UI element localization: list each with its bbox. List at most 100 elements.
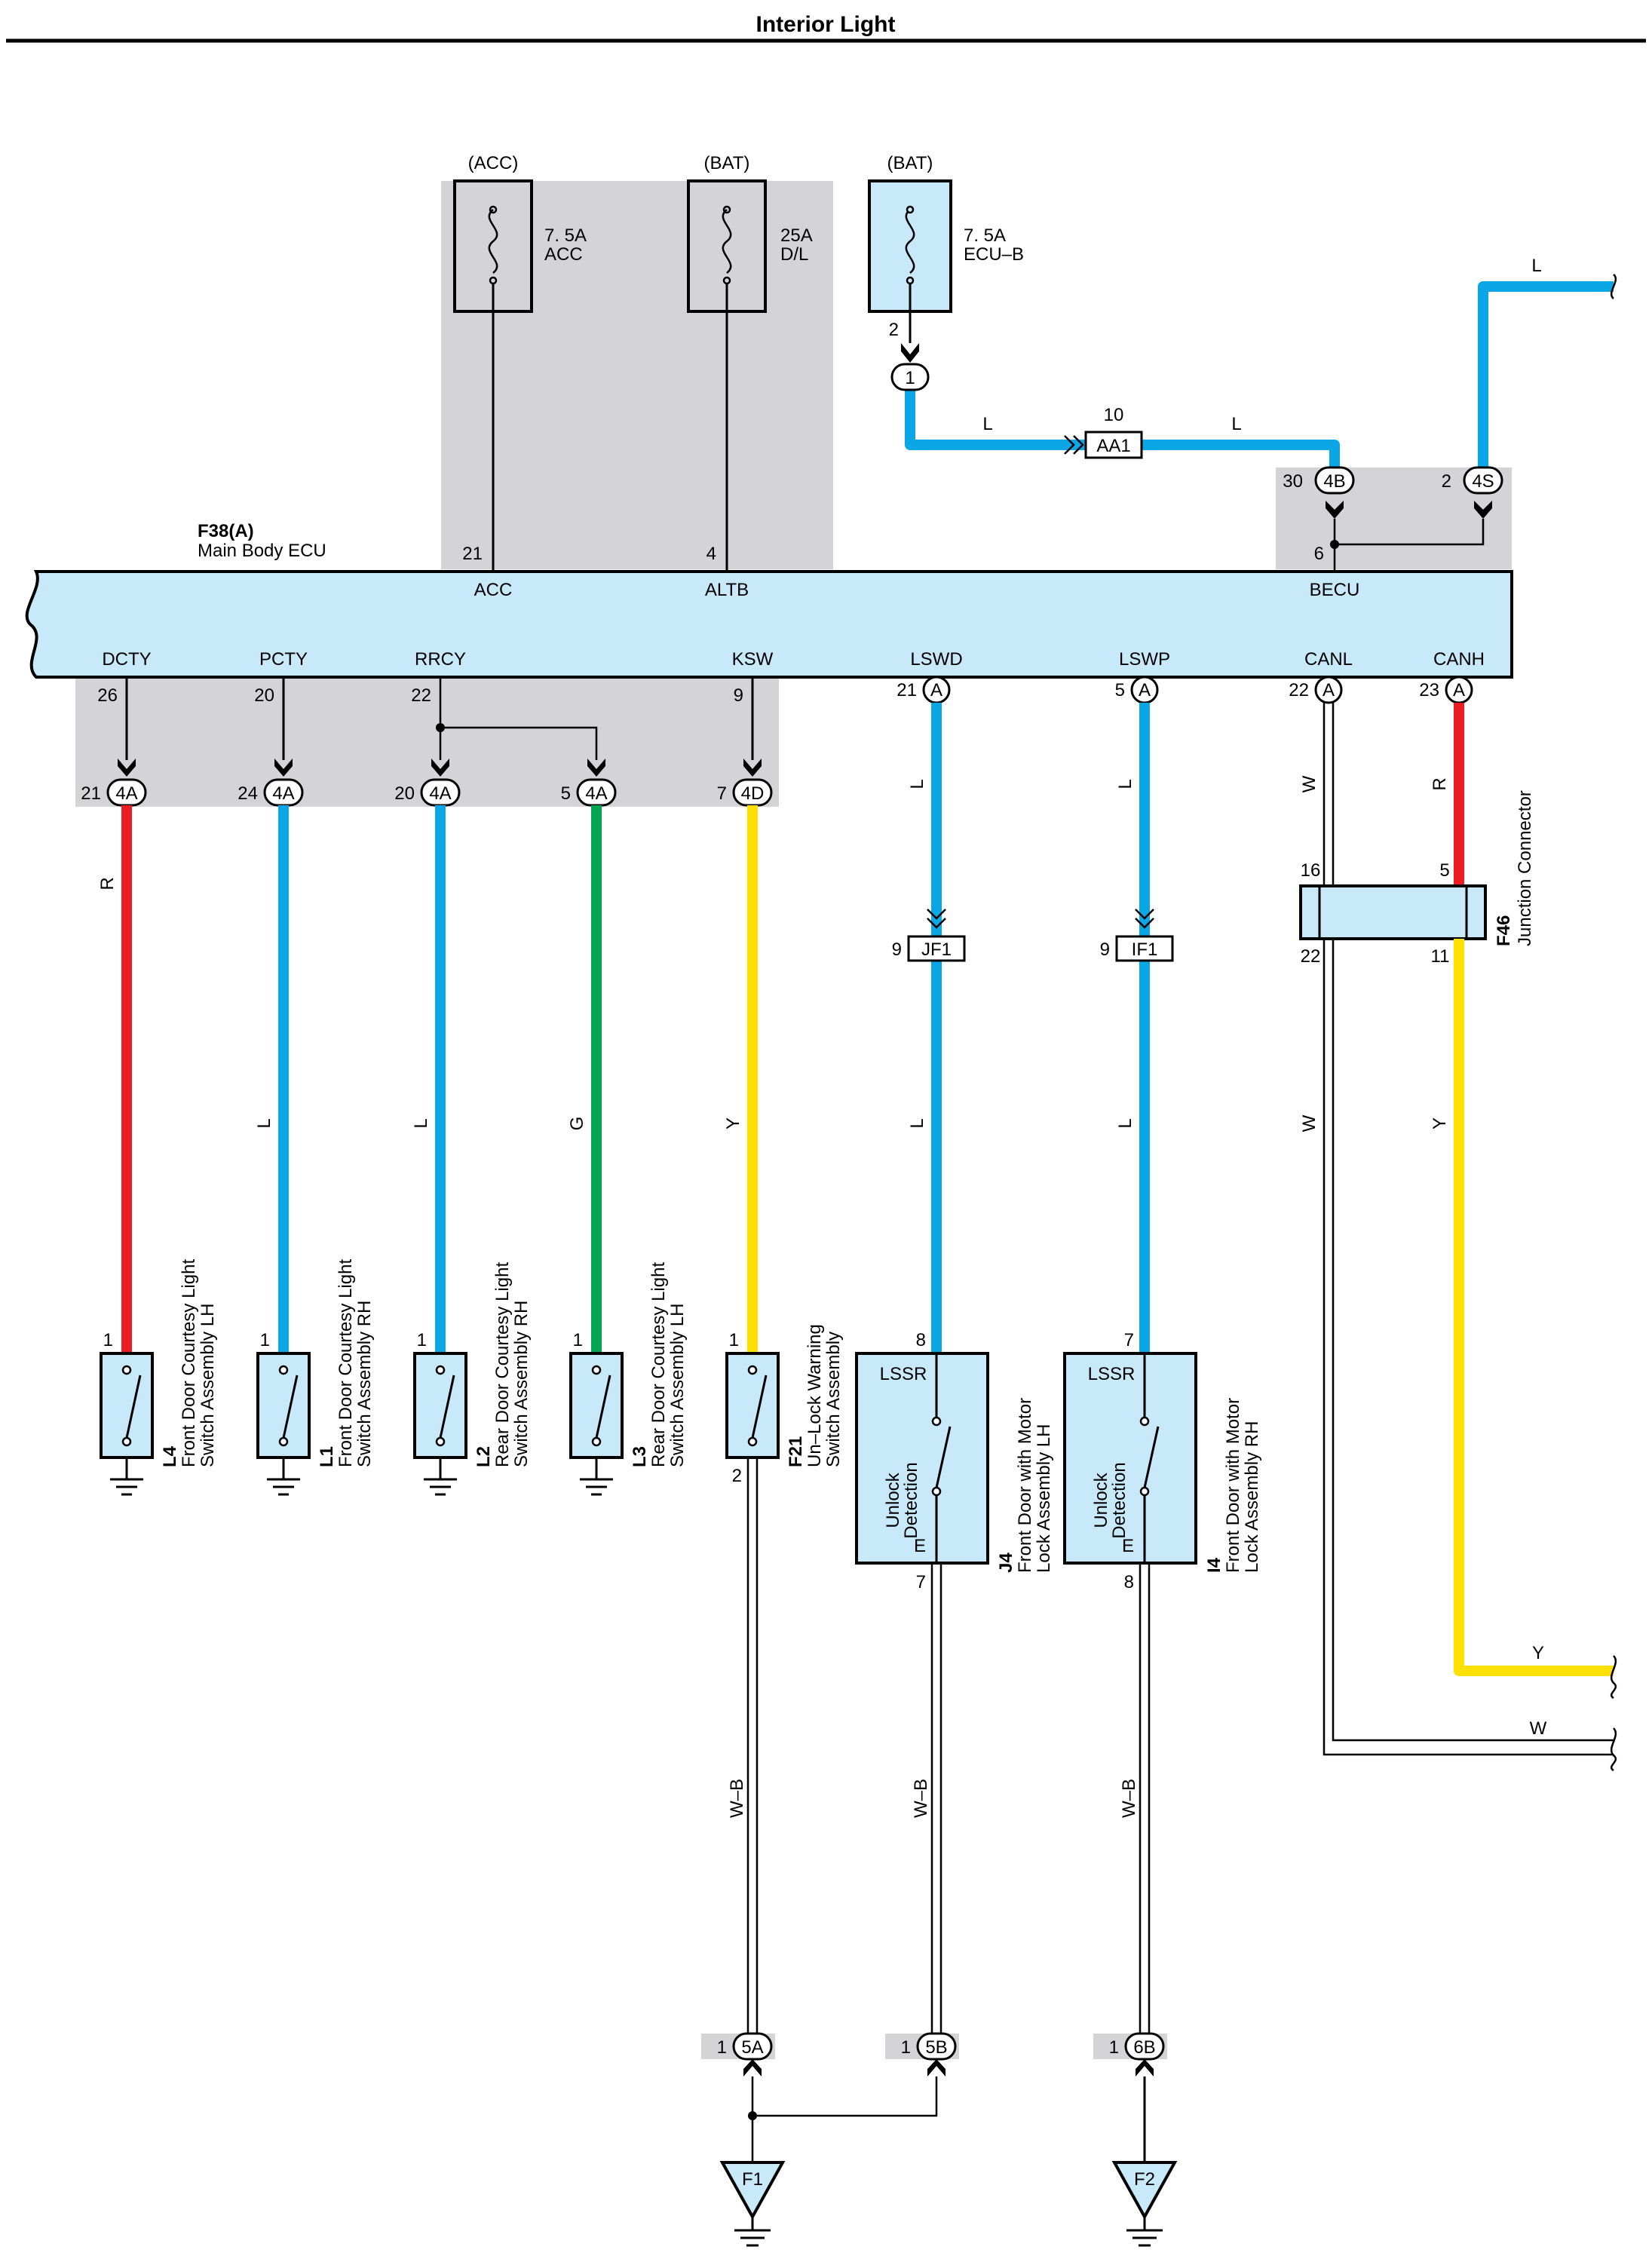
ground-connector-5b: 5B 1 bbox=[901, 2032, 957, 2077]
switch-l3-code: L3 bbox=[630, 1446, 650, 1467]
svg-text:5A: 5A bbox=[741, 2037, 763, 2058]
wire-top-L-label-3: L bbox=[1531, 256, 1541, 276]
f46-code: F46 bbox=[1494, 915, 1514, 946]
pin-ksw: 9 bbox=[734, 685, 743, 706]
switch-l4-line1: Front Door Courtesy Light bbox=[179, 1259, 199, 1467]
svg-text:Detection: Detection bbox=[901, 1462, 921, 1538]
switch-l1-code: L1 bbox=[317, 1446, 337, 1467]
fuse-ecub: (BAT) 7. 5A ECU–B bbox=[868, 153, 1024, 313]
ecu-term-becu: BECU bbox=[1310, 580, 1360, 600]
svg-text:9: 9 bbox=[892, 939, 902, 960]
svg-text:24: 24 bbox=[238, 783, 258, 804]
switch-l4-line2: Switch Assembly LH bbox=[198, 1304, 218, 1467]
switch-l3-line2: Switch Assembly LH bbox=[667, 1304, 688, 1467]
wire-label-l1: L bbox=[254, 1118, 274, 1128]
svg-text:LSSR: LSSR bbox=[1088, 1364, 1136, 1384]
wire-canl bbox=[1323, 703, 1614, 1756]
pin-becu: 6 bbox=[1314, 544, 1324, 564]
connector-4b: 4B 30 bbox=[1283, 466, 1355, 519]
ecu-term-acc: ACC bbox=[474, 580, 513, 600]
svg-text:A: A bbox=[1323, 680, 1335, 700]
connector-4b-pin: 30 bbox=[1283, 471, 1303, 492]
door-lock-i4-code: I4 bbox=[1204, 1557, 1224, 1573]
wire-label-l2: L bbox=[411, 1118, 431, 1128]
junction-4a-2: 4A 24 bbox=[238, 778, 304, 807]
svg-text:7: 7 bbox=[1124, 1330, 1134, 1350]
wire-label-out-y: Y bbox=[1532, 1643, 1544, 1663]
fuse-acc-rating: 7. 5A bbox=[544, 225, 587, 246]
pin-ecub: 2 bbox=[889, 320, 899, 340]
ecu-term-canh: CANH bbox=[1433, 649, 1485, 670]
splice-ground-f1 bbox=[748, 2111, 757, 2120]
fuse-dl-name: D/L bbox=[780, 244, 808, 265]
connector-4s-id: 4S bbox=[1472, 471, 1494, 492]
wire-label-r: R bbox=[97, 877, 118, 890]
svg-text:JF1: JF1 bbox=[921, 939, 952, 960]
svg-text:4A: 4A bbox=[429, 783, 451, 804]
fuse-acc: (ACC) 7. 5A ACC bbox=[453, 153, 587, 313]
connector-1: 1 bbox=[890, 363, 930, 391]
wire-canh-y-break bbox=[1610, 1655, 1617, 1700]
wire-label-wb-1: W–B bbox=[727, 1779, 747, 1818]
junction-connector-f46: 16 5 22 11 F46 Junction Connector bbox=[1299, 790, 1535, 967]
connector-aa1-pin: 10 bbox=[1104, 405, 1124, 425]
fuse-dl: (BAT) 25A D/L bbox=[687, 153, 813, 313]
connector-1-id: 1 bbox=[905, 368, 915, 388]
svg-text:1: 1 bbox=[573, 1330, 583, 1350]
wire-label-canh-y: Y bbox=[1430, 1117, 1450, 1129]
ground-connector-5a: 5A 1 bbox=[717, 2032, 773, 2077]
pin-rrcy: 22 bbox=[411, 685, 431, 706]
switch-f21-code: F21 bbox=[786, 1436, 806, 1467]
connector-4s-pin: 2 bbox=[1442, 471, 1451, 492]
svg-text:8: 8 bbox=[1124, 1572, 1134, 1592]
fuse-shade-area bbox=[441, 181, 833, 569]
svg-text:7: 7 bbox=[916, 1572, 926, 1592]
svg-text:4D: 4D bbox=[741, 783, 765, 804]
ecu-term-pcty: PCTY bbox=[259, 649, 308, 670]
ecu-term-lswp: LSWP bbox=[1119, 649, 1170, 670]
fuse-acc-name: ACC bbox=[544, 244, 583, 265]
ecu-name: Main Body ECU bbox=[198, 541, 326, 561]
svg-text:21: 21 bbox=[81, 783, 101, 804]
switch-f21: 1 2 F21 Un–Lock Warning Switch Assembly bbox=[725, 1324, 844, 1486]
fuse-ecub-source: (BAT) bbox=[887, 153, 933, 173]
wire-label-lswd-2: L bbox=[907, 1118, 927, 1128]
ground-link-f1 bbox=[751, 2077, 938, 2162]
switch-l1-line1: Front Door Courtesy Light bbox=[336, 1259, 356, 1467]
junction-4a-3: 4A 20 bbox=[394, 778, 461, 807]
svg-text:11: 11 bbox=[1431, 946, 1450, 967]
connector-if1: IF1 9 bbox=[1100, 909, 1174, 962]
switch-l3-line1: Rear Door Courtesy Light bbox=[648, 1262, 669, 1467]
wire-label-g: G bbox=[567, 1117, 587, 1131]
svg-text:1: 1 bbox=[901, 2037, 911, 2058]
ecu-term-ksw: KSW bbox=[732, 649, 774, 670]
switch-l4-code: L4 bbox=[160, 1445, 180, 1467]
svg-text:E: E bbox=[914, 1536, 926, 1556]
wire-label-out-w: W bbox=[1530, 1718, 1547, 1739]
door-lock-i4: LSSR E Unlock Detection 7 8 I4 Front Doo… bbox=[1063, 1330, 1262, 1592]
connector-jf1: JF1 9 bbox=[892, 909, 966, 962]
wire-label-lswp-1: L bbox=[1115, 779, 1136, 789]
switch-f21-line1: Un–Lock Warning bbox=[805, 1324, 825, 1467]
pin-altb: 4 bbox=[706, 544, 716, 564]
connector-4s: 4S 2 bbox=[1442, 466, 1503, 519]
switch-l2-line1: Rear Door Courtesy Light bbox=[492, 1262, 513, 1467]
fuse-ecub-rating: 7. 5A bbox=[964, 225, 1006, 246]
svg-text:1: 1 bbox=[417, 1330, 427, 1350]
connector-canh-a: A 23 bbox=[1419, 676, 1473, 704]
svg-text:23: 23 bbox=[1419, 680, 1439, 700]
svg-text:A: A bbox=[1453, 680, 1465, 700]
wire-wb-1 bbox=[746, 1457, 759, 2036]
ecu-term-lswd: LSWD bbox=[910, 649, 962, 670]
connector-lswd-a: A 21 bbox=[896, 676, 951, 704]
ecu-bottom-links bbox=[118, 677, 762, 777]
wire-wb-3 bbox=[1139, 1563, 1151, 2036]
svg-text:22: 22 bbox=[1289, 680, 1309, 700]
svg-text:1: 1 bbox=[729, 1330, 739, 1350]
svg-text:7: 7 bbox=[717, 783, 727, 804]
svg-text:F1: F1 bbox=[742, 2169, 763, 2190]
ecu-term-rrcy: RRCY bbox=[415, 649, 466, 670]
svg-text:Detection: Detection bbox=[1109, 1462, 1129, 1538]
splice-becu bbox=[1330, 540, 1339, 549]
